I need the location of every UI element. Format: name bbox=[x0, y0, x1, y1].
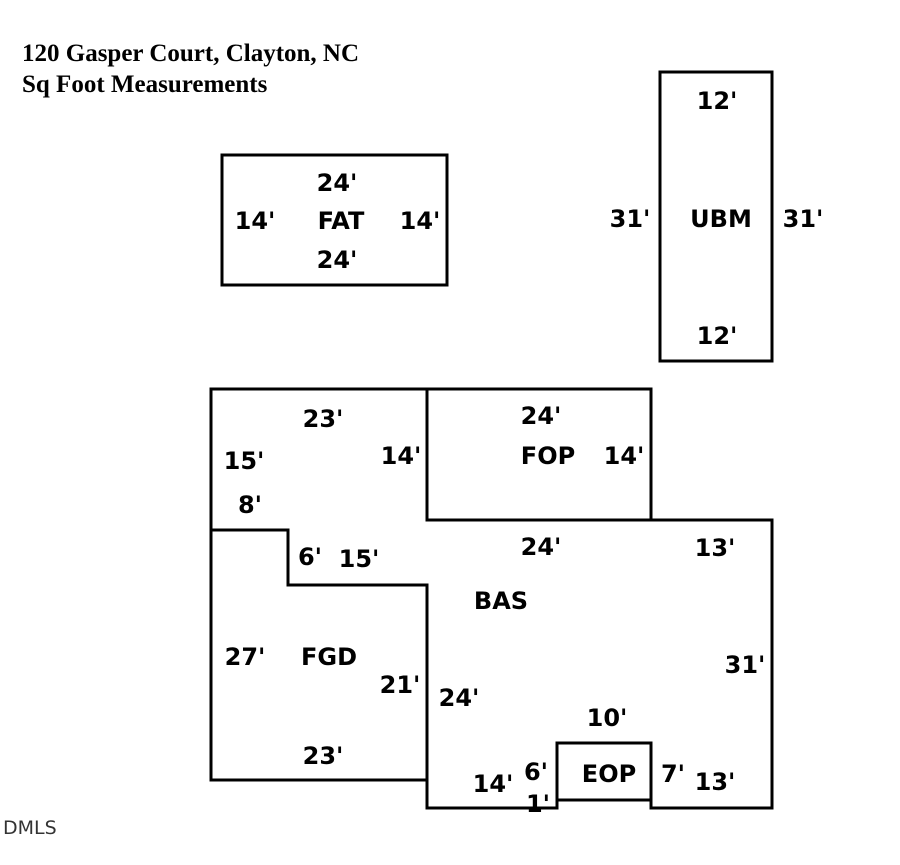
ubm-right-dim: 31' bbox=[783, 205, 824, 233]
fat-area bbox=[220, 153, 449, 287]
bas-bottom-right-dim: 13' bbox=[695, 768, 736, 796]
ubm-top-dim: 12' bbox=[697, 87, 738, 115]
bas-step-dim: 8' bbox=[238, 491, 262, 519]
eop-bottom-dim: 1' bbox=[526, 790, 550, 818]
bas-right-dim: 31' bbox=[725, 651, 766, 679]
fgd-left-dim: 27' bbox=[225, 643, 266, 671]
bas-left-upper-dim: 15' bbox=[224, 447, 265, 475]
eop-right-dim: 7' bbox=[661, 760, 685, 788]
eop-area bbox=[555, 741, 653, 802]
fgd-label: FGD bbox=[301, 643, 357, 671]
fop-label: FOP bbox=[521, 442, 575, 470]
bas-top-left-dim: 23' bbox=[303, 405, 344, 433]
eop-top-dim: 10' bbox=[587, 704, 628, 732]
bas-mid-dim: 14' bbox=[381, 442, 422, 470]
ubm-area bbox=[658, 70, 774, 363]
ubm-left-dim: 31' bbox=[610, 205, 651, 233]
fgd-top-dim: 15' bbox=[339, 545, 380, 573]
fat-right-dim: 14' bbox=[400, 207, 441, 235]
bas-notch-left-dim: 24' bbox=[439, 684, 480, 712]
fgd-top-step-dim: 6' bbox=[298, 543, 322, 571]
fop-area bbox=[425, 387, 653, 522]
title-address: 120 Gasper Court, Clayton, NC bbox=[22, 40, 360, 67]
fat-label: FAT bbox=[318, 207, 365, 235]
fat-bottom-dim: 24' bbox=[317, 246, 358, 274]
ubm-bottom-dim: 12' bbox=[697, 322, 738, 350]
bas-outline bbox=[209, 387, 774, 810]
fgd-outline bbox=[211, 528, 429, 780]
bas-bottom-left-dim: 14' bbox=[473, 770, 514, 798]
fop-top-dim: 24' bbox=[521, 402, 562, 430]
bas-label: BAS bbox=[474, 587, 528, 615]
title-subtitle: Sq Foot Measurements bbox=[22, 71, 268, 98]
eop-label: EOP bbox=[582, 760, 636, 788]
fgd-right-dim: 21' bbox=[380, 671, 421, 699]
page-title: 120 Gasper Court, Clayton, NC Sq Foot Me… bbox=[22, 38, 359, 100]
ubm-label: UBM bbox=[690, 205, 752, 233]
fat-top-dim: 24' bbox=[317, 169, 358, 197]
fgd-bottom-dim: 23' bbox=[303, 742, 344, 770]
fop-right-dim: 14' bbox=[604, 442, 645, 470]
watermark: DMLS bbox=[3, 817, 57, 839]
eop-left-dim: 6' bbox=[524, 758, 548, 786]
fat-left-dim: 14' bbox=[235, 207, 276, 235]
bas-fop-bottom-dim: 24' bbox=[521, 533, 562, 561]
bas-top-right-dim: 13' bbox=[695, 534, 736, 562]
